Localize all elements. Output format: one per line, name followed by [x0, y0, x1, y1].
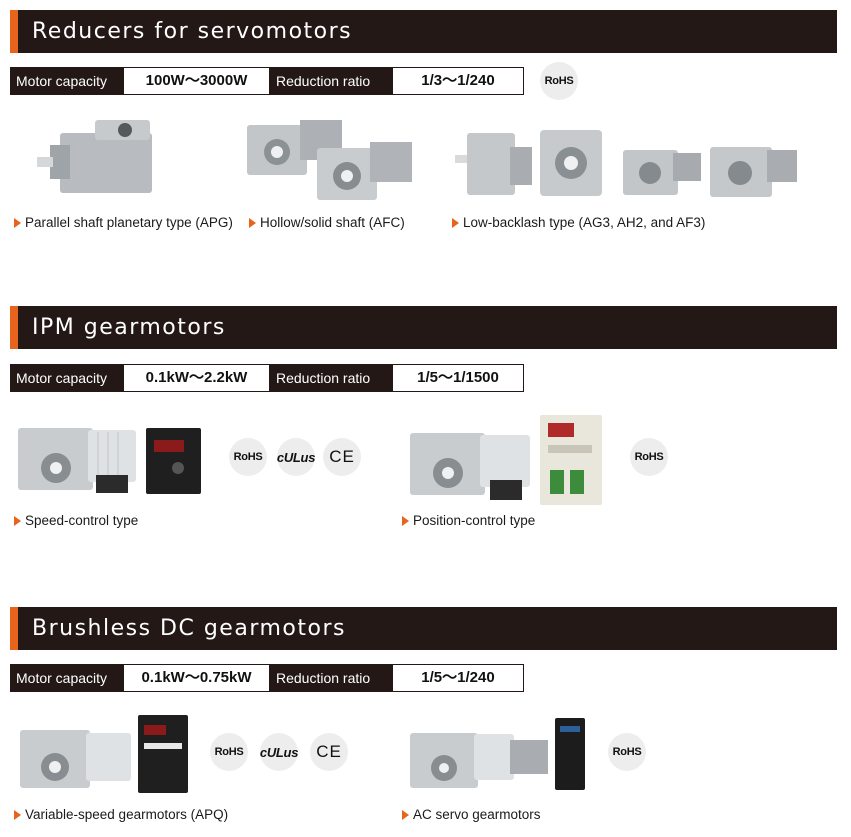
product-caption: Speed-control type: [14, 513, 138, 528]
triangle-right-icon: [402, 515, 409, 526]
rohs-badge: RoHS: [229, 438, 267, 476]
triangle-right-icon: [14, 809, 21, 820]
reduction-ratio-label: Reduction ratio: [270, 67, 393, 95]
reduction-ratio-label: Reduction ratio: [270, 664, 393, 692]
caption-text: AC servo gearmotors: [413, 807, 541, 822]
hollow-shaft-reducer-image: [247, 120, 412, 200]
section-header-brushless: Brushless DC gearmotors: [10, 607, 837, 650]
caption-text: Variable-speed gearmotors (APQ): [25, 807, 229, 822]
reduction-ratio-value: 1/5～1/240: [393, 664, 524, 692]
header-accent-bar: [10, 306, 18, 349]
triangle-right-icon: [14, 217, 21, 228]
caption-text: Hollow/solid shaft (AFC): [260, 215, 405, 230]
section-title: Reducers for servomotors: [32, 19, 353, 44]
rohs-badge: RoHS: [540, 62, 578, 100]
ac-servo-gearmotor-image: [410, 718, 585, 790]
reduction-ratio-value: 1/3～1/240: [393, 67, 524, 95]
planetary-reducer-image: [37, 120, 152, 193]
product-caption: Low-backlash type (AG3, AH2, and AF3): [452, 215, 705, 230]
motor-capacity-label: Motor capacity: [10, 364, 124, 392]
variable-speed-gearmotor-image: [20, 715, 188, 793]
header-accent-bar: [10, 607, 18, 650]
caption-text: Parallel shaft planetary type (APG): [25, 215, 233, 230]
triangle-right-icon: [14, 515, 21, 526]
spec-row: Motor capacity 100W～3000W Reduction rati…: [10, 67, 524, 95]
product-caption: Position-control type: [402, 513, 535, 528]
reduction-ratio-value: 1/5～1/1500: [393, 364, 524, 392]
caption-text: Position-control type: [413, 513, 536, 528]
section-header-ipm: IPM gearmotors: [10, 306, 837, 349]
reduction-ratio-label: Reduction ratio: [270, 364, 393, 392]
product-caption: Parallel shaft planetary type (APG): [14, 215, 233, 230]
spec-row: Motor capacity 0.1kW～2.2kW Reduction rat…: [10, 364, 524, 392]
triangle-right-icon: [249, 217, 256, 228]
caption-text: Speed-control type: [25, 513, 139, 528]
motor-capacity-value: 0.1kW～2.2kW: [124, 364, 270, 392]
motor-capacity-label: Motor capacity: [10, 664, 124, 692]
rohs-badge: RoHS: [630, 438, 668, 476]
culus-badge: cULus: [277, 438, 315, 476]
ce-badge: CE: [310, 733, 348, 771]
ce-badge: CE: [323, 438, 361, 476]
motor-capacity-value: 0.1kW～0.75kW: [124, 664, 270, 692]
position-control-gearmotor-image: [410, 415, 602, 505]
section-header-reducers: Reducers for servomotors: [10, 10, 837, 53]
spec-row: Motor capacity 0.1kW～0.75kW Reduction ra…: [10, 664, 524, 692]
motor-capacity-label: Motor capacity: [10, 67, 124, 95]
speed-control-gearmotor-image: [18, 428, 201, 494]
triangle-right-icon: [452, 217, 459, 228]
section-title: Brushless DC gearmotors: [32, 616, 346, 641]
low-backlash-reducers-image: [455, 130, 797, 197]
section-title: IPM gearmotors: [32, 315, 226, 340]
caption-text: Low-backlash type (AG3, AH2, and AF3): [463, 215, 706, 230]
rohs-badge: RoHS: [210, 733, 248, 771]
motor-capacity-value: 100W～3000W: [124, 67, 270, 95]
product-caption: Variable-speed gearmotors (APQ): [14, 807, 228, 822]
product-caption: Hollow/solid shaft (AFC): [249, 215, 405, 230]
product-caption: AC servo gearmotors: [402, 807, 541, 822]
culus-badge: cULus: [260, 733, 298, 771]
rohs-badge: RoHS: [608, 733, 646, 771]
header-accent-bar: [10, 10, 18, 53]
triangle-right-icon: [402, 809, 409, 820]
